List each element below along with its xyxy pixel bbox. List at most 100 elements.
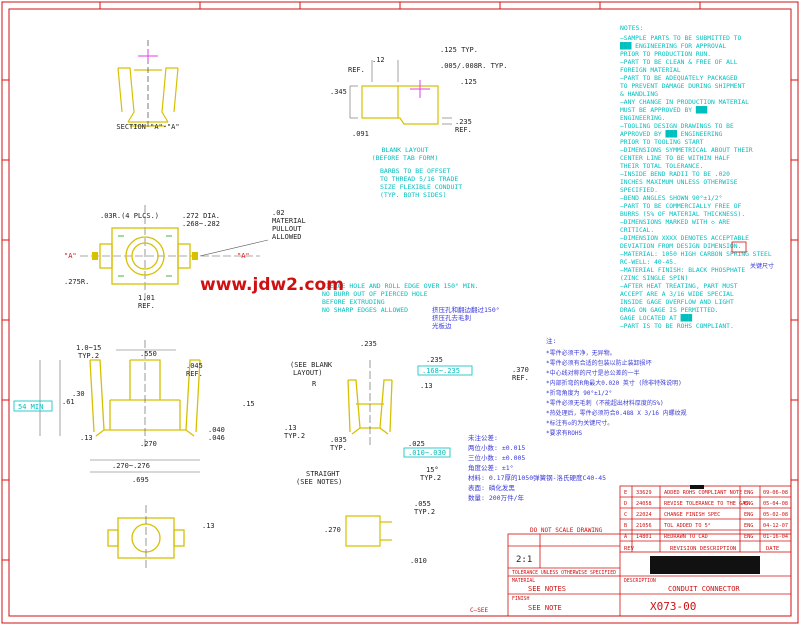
watermark: www.jdw2.com [200, 275, 344, 295]
svg-text:*零件必须干净，无异物。: *零件必须干净，无异物。 [546, 349, 616, 357]
front-view: .550 .045 REF. .15 .30 .61 .040 .046 .13… [13, 340, 255, 484]
revision-cell: B [624, 523, 627, 529]
dim-d12: 1.01 [138, 294, 155, 302]
revision-cell: TOL ADDED TO 5° [664, 523, 711, 529]
tolerance-header: TOLERANCE UNLESS OTHERWISE SPECIFIED [512, 570, 616, 576]
svg-text:三位小数: ±0.005: 三位小数: ±0.005 [468, 453, 525, 462]
dim-d33: TYP.2 [420, 474, 441, 482]
part-number: X073-00 [650, 600, 696, 613]
finish-label: FINISH [512, 596, 529, 602]
svg-text:*热处理后，零件必须符合0.488 X 3/16 内螺纹规: *热处理后，零件必须符合0.488 X 3/16 内螺纹规 [546, 409, 687, 417]
note-line: —AFTER HEAT TREATING, PART MUST [620, 283, 738, 290]
svg-text:*中心线对称的尺寸是总公差的一半: *中心线对称的尺寸是总公差的一半 [546, 369, 640, 377]
svg-text:挤压孔去毛刺: 挤压孔去毛刺 [432, 313, 471, 322]
revision-cell: 33629 [636, 490, 652, 496]
dim-d21: .270 [140, 440, 157, 448]
note-line: INCHES MAXIMUM UNLESS OTHERWISE [620, 179, 738, 186]
revision-cell: ENG [744, 523, 753, 529]
dim-d11: .275R. [64, 278, 89, 286]
dim-d14-ref: REF. [186, 370, 203, 378]
svg-text:PULLOUT: PULLOUT [272, 225, 302, 233]
cn-punch-note: 挤压孔和翻边翻过150° 挤压孔去毛刺 光板边 [432, 305, 500, 330]
note-line: ENGINEERING. [620, 115, 666, 122]
rev-hdr-date: DATE [766, 546, 779, 552]
note-line: —DIMENSIONS SYMMETRICAL ABOUT THEIR [620, 147, 753, 154]
svg-text:光板边: 光板边 [432, 321, 452, 330]
revision-cell: 22024 [636, 512, 652, 518]
dim-d22: .270~.276 [112, 462, 150, 470]
scale-value: 2:1 [516, 555, 532, 565]
note-line: MUST BE APPROVED BY ███ [620, 106, 707, 114]
dim-d10: .268~.282 [182, 220, 220, 228]
dim-d27: .13 [420, 382, 433, 390]
revision-cell: ENG [744, 512, 753, 518]
dim-d25: .168~.235 [422, 367, 460, 375]
svg-text:BEFORE EXTRUDING: BEFORE EXTRUDING [322, 298, 385, 306]
svg-text:(SEE NOTES): (SEE NOTES) [296, 478, 342, 486]
dim-d1-ref: REF. [348, 66, 365, 74]
dim-d1: .12 [372, 56, 385, 64]
revision-cell: ADDED ROHS COMPLIANT NOTE [664, 490, 742, 496]
dim-d16: .30 [72, 390, 85, 398]
svg-text:*标注有◇的为关键尺寸。: *标注有◇的为关键尺寸。 [546, 419, 613, 427]
dim-d35: .270 [324, 526, 341, 534]
note-line: DEVIATION FROM DESIGN DIMENSION. [620, 243, 741, 250]
svg-text:BARBS TO BE OFFSET: BARBS TO BE OFFSET [380, 167, 451, 175]
revision-cell: ENG [744, 534, 753, 540]
svg-text:NOTES:: NOTES: [620, 24, 643, 32]
dim-d15: .15 [242, 400, 255, 408]
material-label: MATERIAL [512, 578, 535, 584]
note-line: THEIR TOTAL TOLERANCE. [620, 163, 703, 170]
revision-cell: D [624, 501, 627, 507]
dim-d4: .345 [330, 88, 347, 96]
note-line: DRAG ON GAGE IS PERMITTED. [620, 307, 719, 314]
svg-text:TO THREAD 5/16 TRADE: TO THREAD 5/16 TRADE [380, 175, 458, 183]
svg-text:PIERCE HOLE AND ROLL EDGE OVER: PIERCE HOLE AND ROLL EDGE OVER 150° MIN. [322, 282, 479, 290]
revision-cell: CHANGE FINISH SPEC [664, 512, 720, 518]
revision-cell: 24058 [636, 501, 652, 507]
svg-text:*折弯角度为 90°±1/2°: *折弯角度为 90°±1/2° [546, 389, 612, 397]
dim-d5: .125 [460, 78, 477, 86]
note-line: GAGE LOCATED AT ███ [620, 314, 692, 322]
svg-text:数量: 200万件/年: 数量: 200万件/年 [468, 493, 524, 502]
section-arrow-right: "A" [237, 252, 250, 260]
svg-text:LAYOUT): LAYOUT) [293, 369, 323, 377]
dim-d42: 1.0~15 [76, 344, 101, 352]
dim-d7: .091 [352, 130, 369, 138]
note-line: RC-WELL: 40-45. [620, 259, 677, 266]
see-blank-note: (SEE BLANK LAYOUT) [290, 361, 333, 377]
dim-d26: .370 [512, 366, 529, 374]
note-line: PRIOR TO PRODUCTION RUN. [620, 51, 711, 58]
svg-text:(TYP. BOTH SIDES): (TYP. BOTH SIDES) [380, 191, 447, 199]
note-line: —BEND ANGLES SHOWN 90°±1/2° [620, 194, 722, 202]
revision-cell: REVISE TOLERANCE TO THE GAG [664, 501, 748, 507]
note-line: —PART TO BE ADEQUATELY PACKAGED [620, 75, 738, 82]
rev-hdr-desc: REVISION DESCRIPTION [670, 546, 736, 552]
bottom-view: .13 [107, 505, 215, 570]
note-line: —INSIDE BEND RADII TO BE .020 [620, 171, 730, 178]
revision-cell: REDRAWN TO CAD [664, 534, 708, 540]
straight-note: STRAIGHT (SEE NOTES) [296, 470, 342, 486]
revision-cell: C [624, 512, 627, 518]
revision-cell: 21056 [636, 523, 652, 529]
chinese-notes: 注: *零件必须干净，无异物。 *零件必须有合适的包装以防止装卸损坏 *中心线对… [546, 336, 687, 437]
revision-cell: 14801 [636, 534, 652, 540]
tab-detail: .055 TYP.2 .270 .010 [324, 500, 435, 565]
dim-d20: .13 [80, 434, 93, 442]
dim-d32: .055 [414, 500, 431, 508]
svg-text:表面: 磷化发黑: 表面: 磷化发黑 [468, 483, 515, 492]
barbs-note: BARBS TO BE OFFSET TO THREAD 5/16 TRADE … [380, 167, 462, 199]
svg-text:材料: 0.17厚的1050弹簧钢-洛氏硬度C40-45: 材料: 0.17厚的1050弹簧钢-洛氏硬度C40-45 [468, 473, 606, 482]
svg-text:.02: .02 [272, 209, 285, 217]
dim-d2: .125 TYP. [440, 46, 478, 54]
svg-text:*零件必须无毛刺 (不能超出材料厚度的5%): *零件必须无毛刺 (不能超出材料厚度的5%) [546, 399, 664, 407]
dim-d26-ref: REF. [512, 374, 529, 382]
note-line: SPECIFIED. [620, 187, 658, 194]
dim-d28: .035 [330, 436, 347, 444]
revision-cell: ENG [744, 501, 753, 507]
dim-d41: TYP. [330, 444, 347, 452]
note-line: (ZINC SINGLE SPIN) [620, 275, 688, 282]
